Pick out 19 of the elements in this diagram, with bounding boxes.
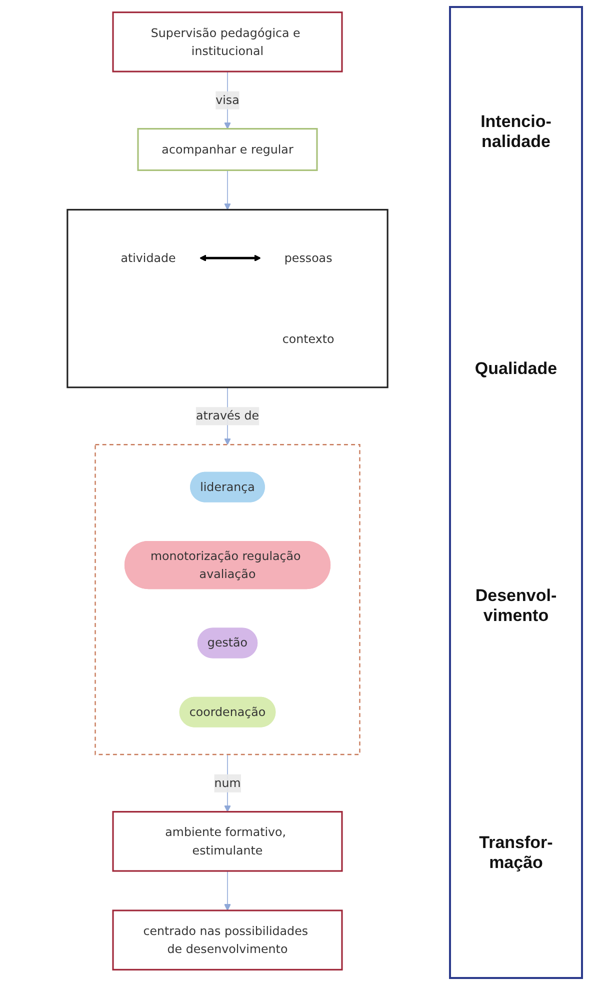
node-box: centrado nas possibilidades de desenvolvimento (112, 910, 343, 970)
edge-label: através de (196, 408, 260, 423)
node-box: Supervisão pedagógica e institucional (112, 12, 343, 72)
cluster (66, 208, 388, 388)
arrow (224, 870, 231, 911)
node-text: atividade (120, 250, 176, 265)
node-box: acompanhar e regular (137, 128, 318, 172)
stage-label: Desenvol- vimento (474, 586, 558, 626)
cluster (94, 444, 360, 756)
edge-label: num (214, 776, 241, 790)
node-text: pessoas (284, 250, 332, 265)
arrow (224, 170, 231, 210)
stage-label: Intencio- nalidade (480, 112, 552, 152)
arrow (199, 254, 262, 262)
edge-label: visa (216, 92, 240, 108)
node-box: ambiente formativo, estimulante (112, 810, 343, 872)
node-text: contexto (282, 332, 334, 346)
stage-label: Transfor- mação (478, 833, 554, 874)
stage-label: Qualidade (474, 358, 558, 379)
